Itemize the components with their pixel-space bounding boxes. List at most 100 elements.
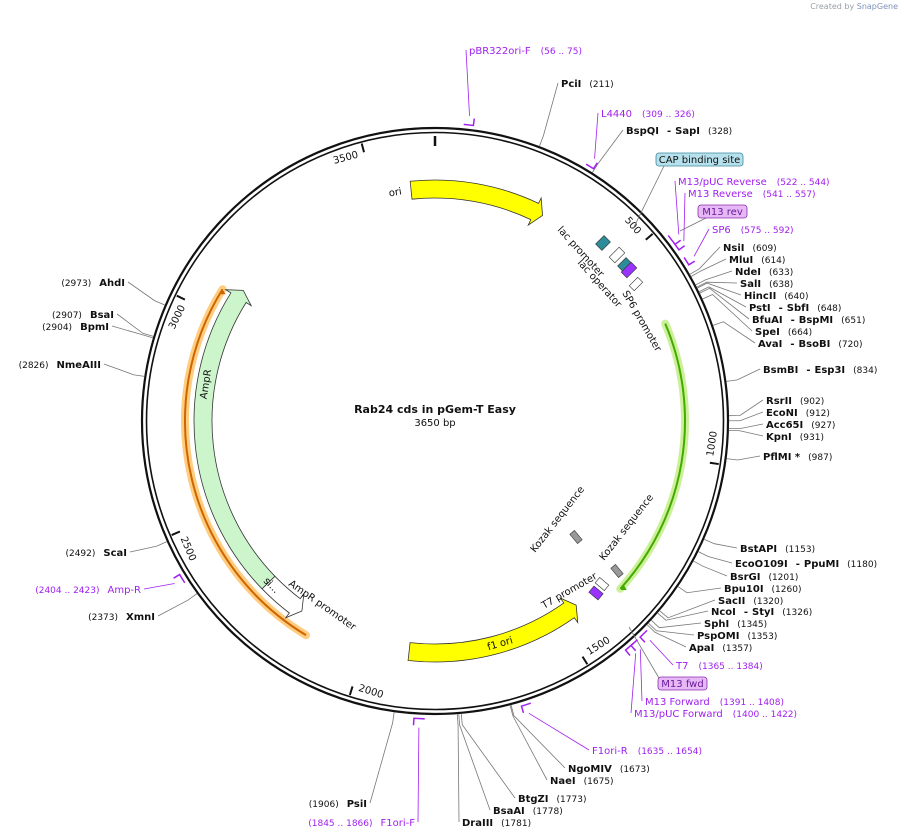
leader-line bbox=[127, 281, 165, 306]
enzyme-position: (640) bbox=[784, 292, 808, 302]
enzyme-name: SalI bbox=[740, 279, 761, 290]
leader-line bbox=[695, 270, 733, 286]
m13-fwd-box: M13 fwd bbox=[657, 676, 708, 691]
enzyme-separator: - bbox=[791, 315, 795, 326]
enzyme-position: (720) bbox=[838, 340, 862, 350]
enzyme-site-ahdi: (2973)AhdI bbox=[61, 278, 125, 289]
enzyme-position: (834) bbox=[853, 366, 877, 376]
leader-line bbox=[456, 714, 460, 823]
leader-line bbox=[657, 610, 709, 621]
primer-label: L4440(309 .. 326) bbox=[601, 109, 695, 120]
enzyme-separator: - bbox=[779, 303, 783, 314]
leader-line bbox=[648, 622, 695, 636]
enzyme-site-xmni: (2373)XmnI bbox=[88, 612, 155, 623]
enzyme-site-sali: SalI(638) bbox=[740, 279, 793, 290]
enzyme-position: (1778) bbox=[533, 807, 563, 817]
enzyme-site-naei: NaeI(1675) bbox=[550, 776, 614, 787]
enzyme-position: (1773) bbox=[557, 795, 587, 805]
enzyme-name: BtgZI bbox=[518, 794, 549, 805]
enzyme-position: (912) bbox=[806, 409, 830, 419]
ori-label: ori bbox=[388, 186, 403, 199]
enzyme-site-sphi: SphI (1345) bbox=[704, 619, 767, 630]
enzyme-site-bsrgi: BsrGI(1201) bbox=[730, 572, 798, 583]
leader-line bbox=[157, 593, 198, 617]
enzyme-position: (609) bbox=[752, 244, 776, 254]
leader-line bbox=[510, 704, 566, 769]
primer-mark bbox=[585, 162, 598, 170]
primer-ampr: (2404 .. 2423)Amp-R bbox=[35, 585, 141, 596]
enzyme-label: BfuAI-BspMI(651) bbox=[752, 315, 865, 326]
enzyme-site-bspqi: BspQI-SapI(328) bbox=[626, 126, 732, 137]
enzyme-label: Bpu10I(1260) bbox=[724, 584, 801, 595]
enzyme-name: MluI bbox=[729, 255, 753, 266]
enzyme-position: (1673) bbox=[620, 765, 650, 775]
enzyme-label: ApaI(1357) bbox=[689, 643, 752, 654]
primer-name: F1ori-F bbox=[381, 818, 416, 829]
box-leader bbox=[632, 165, 665, 230]
leader-line bbox=[698, 551, 733, 564]
enzyme-position: (987) bbox=[808, 453, 832, 463]
tick-mark bbox=[709, 461, 719, 466]
enzyme-label: PstI-SbfI(648) bbox=[749, 303, 841, 314]
primer-leader bbox=[143, 583, 175, 590]
primer-name: F1ori-R bbox=[592, 746, 628, 757]
m13-fwd-box-text: M13 fwd bbox=[661, 679, 703, 690]
orf-layer bbox=[181, 285, 689, 640]
leader-line bbox=[369, 712, 395, 804]
primer-range: (1635 .. 1654) bbox=[638, 747, 702, 757]
enzyme-name: BsaAI bbox=[493, 806, 525, 817]
leader-line bbox=[460, 713, 516, 799]
enzyme-label: (2907)BsaI bbox=[52, 310, 114, 321]
kozak-glyph bbox=[569, 530, 583, 544]
sp6-promoter-label: SP6 promoter bbox=[619, 289, 663, 354]
enzyme-site-btgzi: BtgZI (1773) bbox=[518, 794, 586, 805]
primer-mark bbox=[683, 257, 696, 266]
promoter-glyph bbox=[628, 276, 644, 292]
enzyme-site-ndei: NdeI(633) bbox=[735, 267, 793, 278]
enzyme-position: (1345) bbox=[737, 620, 767, 630]
primer-leader bbox=[630, 653, 637, 714]
promoter-glyph bbox=[594, 577, 610, 591]
enzyme-label: (1906)PsiI bbox=[309, 799, 367, 810]
leader-line bbox=[726, 455, 761, 461]
ampr-promoter-feature bbox=[261, 575, 305, 619]
enzyme-position: (651) bbox=[841, 316, 865, 326]
enzyme-site-acc65i: Acc65I(927) bbox=[766, 420, 835, 431]
primer-label: (1845 .. 1866)F1ori-F bbox=[308, 818, 415, 829]
primer-mark bbox=[520, 702, 531, 714]
enzyme-site-pcii: PciI(211) bbox=[561, 79, 614, 90]
tick-label: 2000 bbox=[357, 683, 385, 701]
enzyme-site-econi: EcoNI (912) bbox=[766, 408, 830, 419]
primer-name: pBR322ori-F bbox=[469, 46, 531, 57]
primer-leader bbox=[683, 192, 686, 242]
primer-name: T7 bbox=[675, 661, 688, 672]
enzyme-site-rsrii: RsrII(902) bbox=[766, 396, 824, 407]
enzyme-name: ScaI bbox=[103, 548, 127, 559]
enzyme-label: NdeI(633) bbox=[735, 267, 793, 278]
enzyme-name: SphI bbox=[704, 619, 729, 630]
enzyme-site-psti: PstI-SbfI(648) bbox=[749, 303, 841, 314]
enzyme-site-sacii: SacII(1320) bbox=[718, 596, 783, 607]
enzyme-site-ngomiv: NgoMIV(1673) bbox=[568, 764, 650, 775]
primer-leader bbox=[417, 727, 420, 823]
m13-rev-box: M13 rev bbox=[697, 204, 748, 219]
enzyme-label: SalI(638) bbox=[740, 279, 793, 290]
f1-ori-feature bbox=[407, 597, 579, 663]
enzyme-site-nsii: NsiI(609) bbox=[723, 243, 777, 254]
enzyme-name: EcoNI bbox=[766, 408, 798, 419]
tick-mark bbox=[360, 143, 365, 153]
enzyme-name: PsiI bbox=[347, 799, 367, 810]
primer-range: (56 .. 75) bbox=[541, 47, 582, 57]
enzyme-label: PspOMI(1353) bbox=[697, 631, 777, 642]
lac-operator-glyph bbox=[595, 235, 611, 251]
enzyme-name: BfuAI bbox=[752, 315, 783, 326]
kozak-glyph bbox=[610, 564, 624, 578]
enzyme-name-2: SbfI bbox=[787, 303, 809, 314]
enzyme-separator: - bbox=[806, 365, 810, 376]
enzyme-label: BstAPI(1153) bbox=[740, 544, 815, 555]
primer-label: M13 Forward(1391 .. 1408) bbox=[645, 697, 784, 708]
tick-label: 3500 bbox=[332, 150, 359, 167]
enzyme-label: BspQI-SapI(328) bbox=[626, 126, 732, 137]
backbone-outer bbox=[140, 126, 730, 716]
primer-mark bbox=[673, 242, 686, 251]
